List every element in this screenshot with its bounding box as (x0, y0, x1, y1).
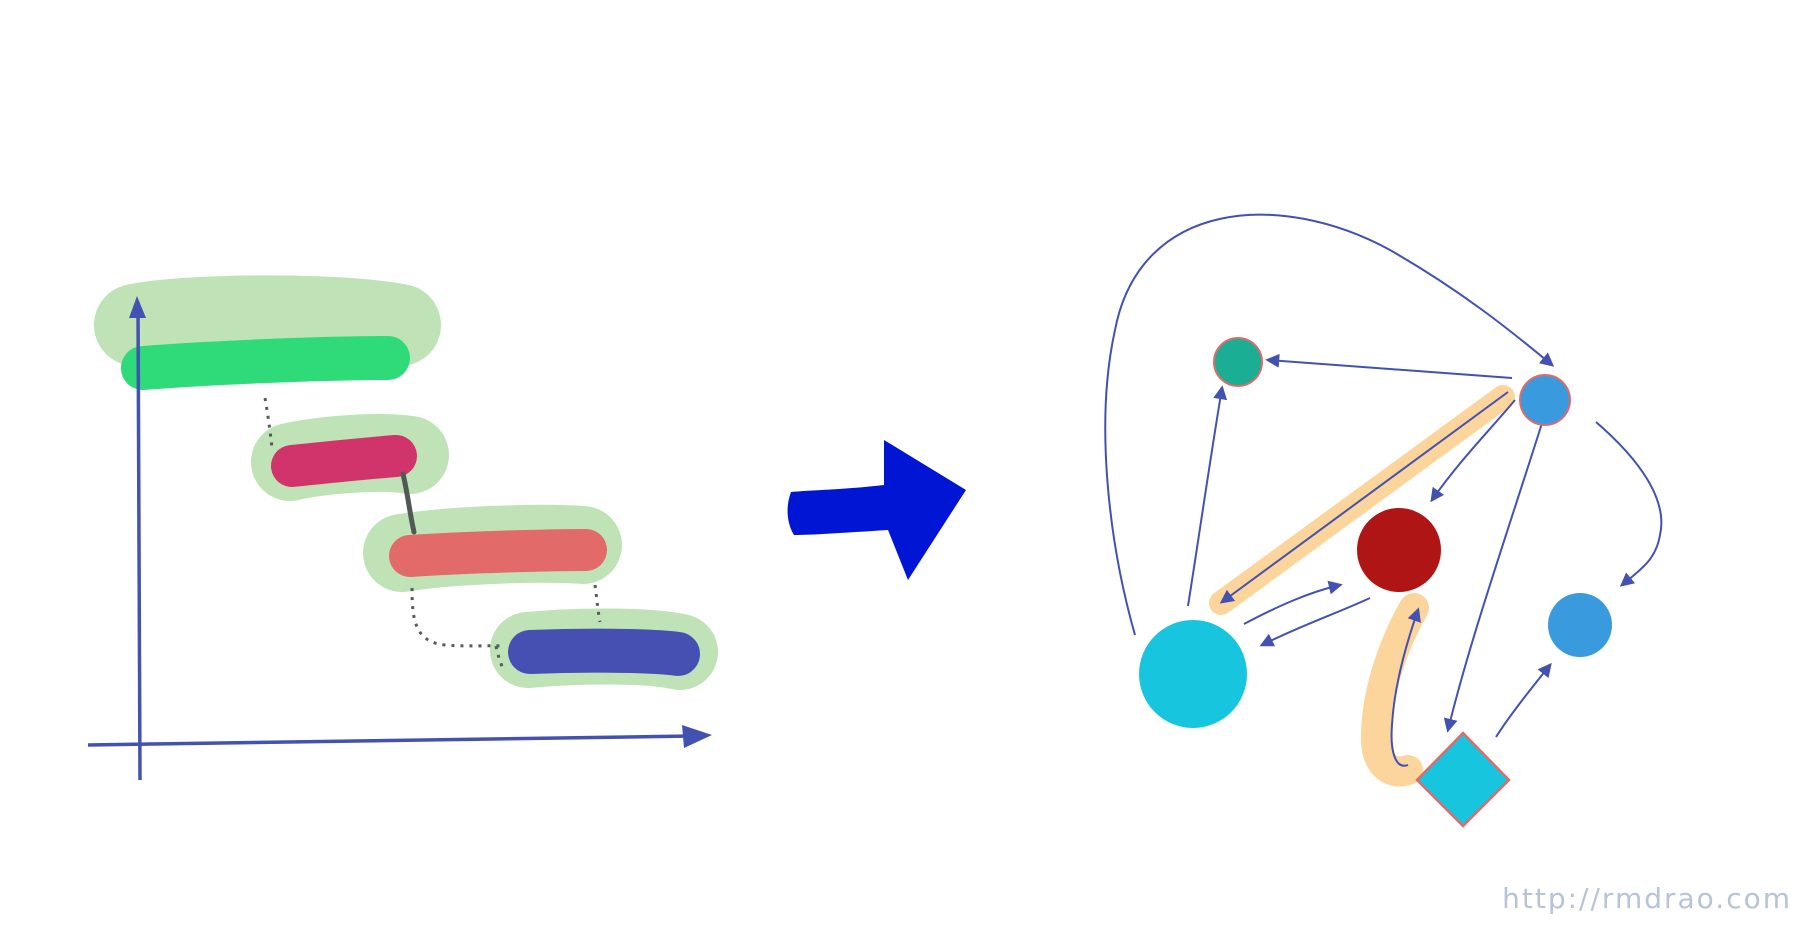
graph-sketch (1104, 213, 1663, 828)
dependency-link-4 (494, 645, 506, 671)
edge-curve-to-red (1390, 607, 1421, 767)
edge-diamond-to-right-node (1495, 662, 1552, 738)
node-diamond (1415, 731, 1511, 828)
bar-1-halo (94, 275, 441, 366)
edge-blue-to-teal (1265, 353, 1513, 379)
x-axis-arrowhead (682, 725, 712, 748)
bar-2 (271, 435, 417, 487)
y-axis (136, 304, 142, 781)
node-blue-right (1548, 593, 1612, 657)
highlight-halo-curve (1360, 593, 1429, 787)
node-red (1357, 508, 1441, 592)
node-teal (1213, 337, 1263, 387)
edge-blue-to-red (1430, 399, 1516, 503)
dependency-link-1 (263, 397, 274, 449)
x-axis (87, 734, 693, 747)
bar-connector (400, 471, 417, 535)
gantt-sketch (87, 275, 718, 781)
y-axis-arrowhead (129, 296, 146, 318)
node-cyan-large (1139, 620, 1247, 728)
edge-blue-to-diamond (1443, 419, 1544, 733)
edge-cyan-to-teal (1187, 385, 1228, 607)
watermark-text: http://rmdrao.com (1502, 882, 1792, 915)
dependency-link-3 (593, 584, 602, 623)
edge-loop-top (1104, 213, 1555, 636)
edge-red-to-cyan (1259, 597, 1371, 647)
edge-cyan-to-red (1243, 580, 1343, 625)
bar-1 (121, 336, 410, 390)
edge-blue-to-right-node (1595, 421, 1663, 587)
bar-4 (508, 628, 700, 676)
node-blue-top (1519, 374, 1571, 426)
dependency-link-2 (410, 587, 501, 648)
right-arrow-icon (787, 440, 966, 580)
edge-blue-to-cyan-diagonal (1219, 391, 1509, 604)
bar-3 (389, 529, 607, 577)
